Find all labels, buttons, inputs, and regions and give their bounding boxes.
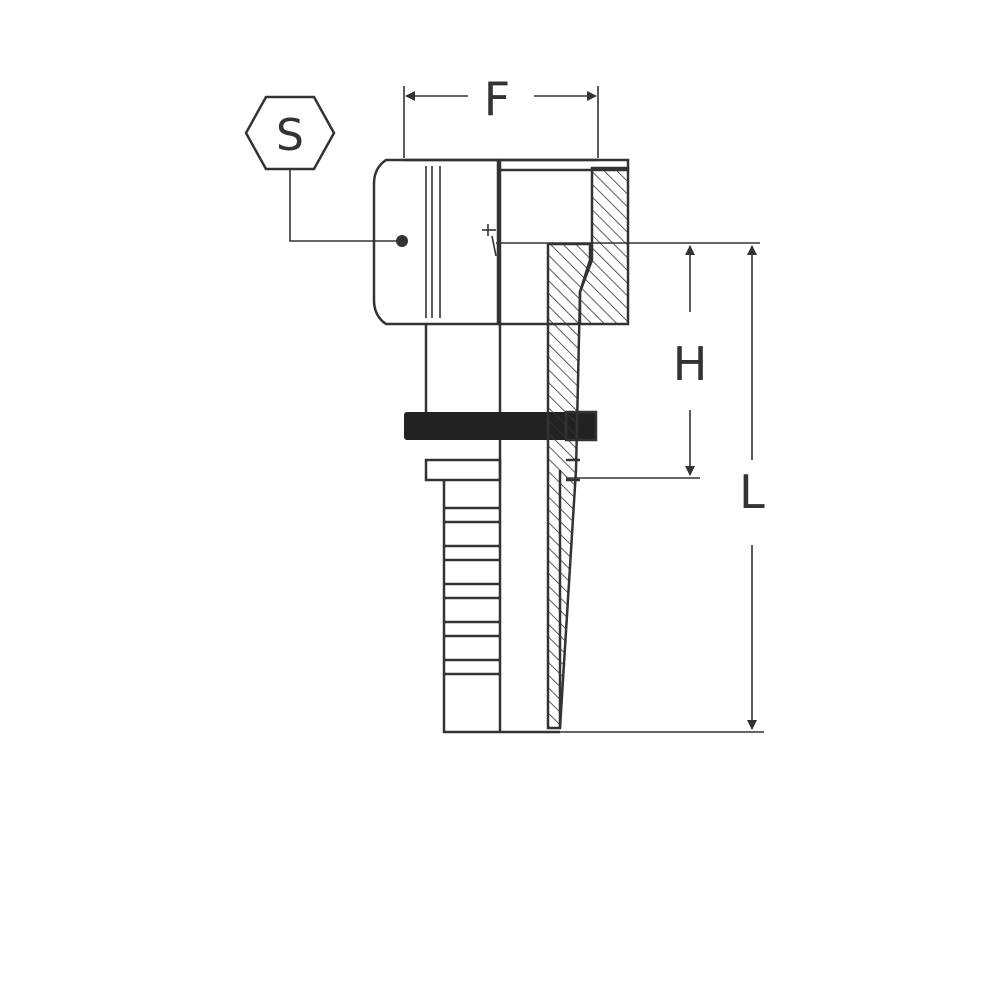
stem-wall-hatch [546,242,592,730]
length-label: L [739,465,765,519]
hex-size-callout: S [244,95,408,247]
stem-section [500,242,598,734]
hex-leader-line [289,169,400,242]
thread-dimension-f: F [403,72,599,158]
hex-size-label: S [276,110,304,161]
hexagon-symbol [244,95,336,171]
height-label: H [673,337,708,391]
height-dimension-h: H [496,242,760,479]
length-dimension-l: L [560,245,765,733]
hex-leader-dot [396,235,408,247]
thread-size-label: F [484,72,510,126]
hose-tail [424,458,502,734]
fitting-neck [424,324,502,732]
